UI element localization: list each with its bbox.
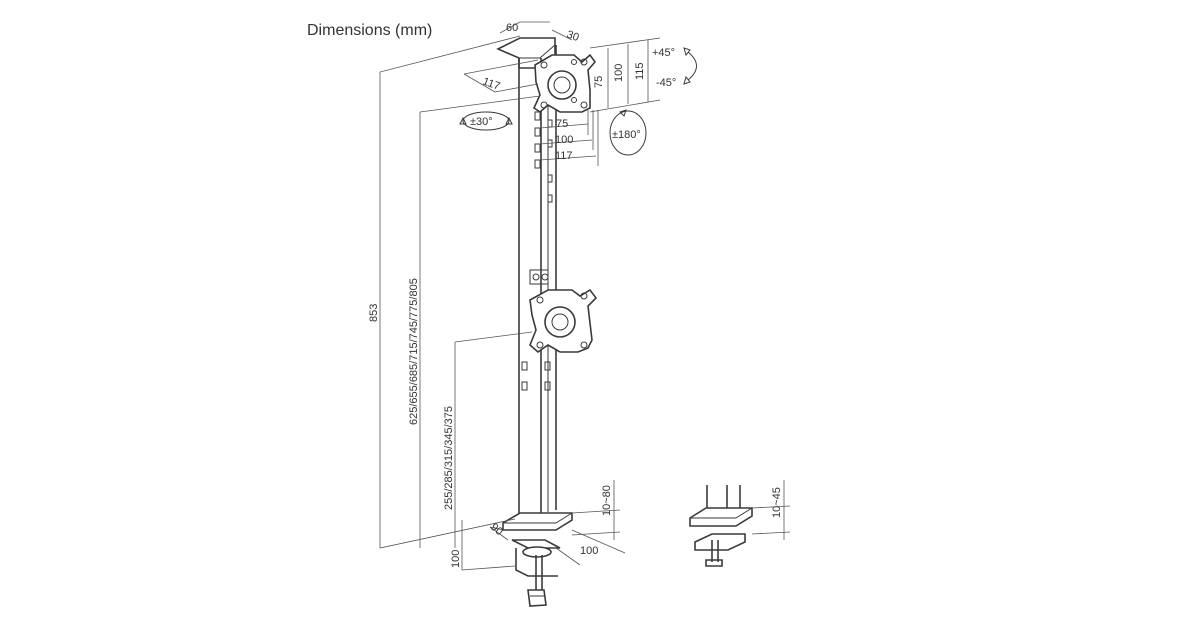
rotate-symbol (609, 109, 647, 156)
label-plate-offset: 117 (481, 76, 502, 93)
label-vesa-w-75: 75 (556, 118, 568, 130)
label-clamp-depth: 100 (450, 550, 462, 568)
label-tilt-down: -45° (656, 77, 676, 89)
label-total-height: 853 (368, 304, 380, 322)
label-upper-heights: 625/655/685/715/745/775/805 (408, 278, 420, 425)
dimension-labels: 60 30 117 ±30° +45° -45° ±180° 75 100 11… (368, 22, 783, 568)
label-vesa-h-75: 75 (593, 76, 605, 88)
label-lower-heights: 255/285/315/345/375 (443, 406, 455, 510)
label-swivel: ±30° (470, 116, 493, 128)
label-rotate: ±180° (612, 129, 641, 141)
label-clamp-range: 10~80 (601, 485, 613, 516)
label-vesa-h-100: 100 (613, 64, 625, 82)
pole (496, 37, 557, 518)
label-vesa-w-100: 100 (555, 134, 573, 146)
label-pole-width: 60 (506, 22, 518, 34)
grommet-detail (689, 485, 753, 567)
label-vesa-w-117: 117 (555, 150, 573, 162)
upper-vesa-plate (532, 53, 597, 114)
lower-vesa-plate (529, 269, 598, 354)
label-base-width: 100 (580, 545, 598, 557)
label-vesa-h-115: 115 (634, 62, 646, 80)
desk-clamp (502, 512, 573, 607)
tilt-symbol (683, 47, 697, 85)
diagram-title: Dimensions (mm) (307, 22, 432, 39)
label-grommet-range: 10~45 (771, 487, 783, 518)
label-pole-depth: 30 (565, 29, 581, 44)
dimension-lines (379, 21, 791, 571)
swivel-symbol (459, 111, 513, 131)
label-tilt-up: +45° (652, 47, 675, 59)
